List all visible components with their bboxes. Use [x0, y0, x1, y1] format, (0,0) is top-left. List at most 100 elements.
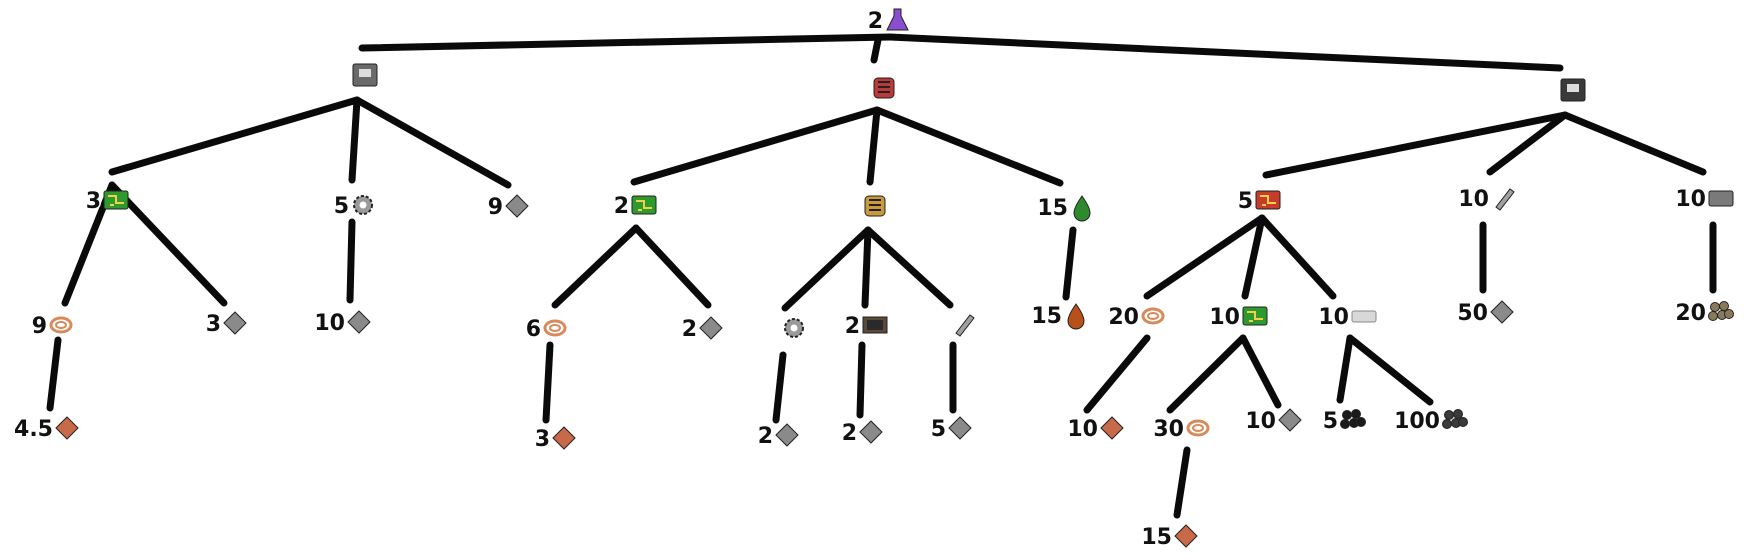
lab-machine-icon — [353, 64, 377, 86]
tree-node: 10 — [314, 311, 370, 336]
quantity-label: 2 — [845, 314, 860, 339]
tree-edge — [350, 222, 352, 300]
green-circuit-icon — [104, 191, 128, 209]
tree-node: 15 — [1031, 304, 1084, 329]
tree-edge — [546, 345, 550, 420]
lubricant-drop-icon — [1074, 196, 1090, 221]
tree-node: 2 — [614, 194, 656, 219]
coal-icon — [1341, 410, 1366, 429]
tree-node: 30 — [1153, 417, 1208, 442]
assembler-dark-icon — [1561, 79, 1585, 101]
tree-node — [785, 319, 803, 337]
copper-plate-icon — [553, 427, 575, 449]
quantity-label: 2 — [842, 421, 857, 446]
quantity-label: 10 — [314, 311, 345, 336]
tree-edge — [634, 110, 877, 182]
tree-node: 10 — [1209, 305, 1267, 330]
gear-icon — [354, 196, 372, 214]
quantity-label: 4.5 — [14, 417, 53, 442]
quantity-label: 9 — [488, 195, 503, 220]
engine-unit-red-icon — [874, 78, 894, 98]
iron-plate-icon — [700, 317, 722, 339]
tree-node: 9 — [488, 195, 528, 220]
tree-edge — [112, 100, 357, 172]
tree-edge — [860, 345, 862, 415]
tree-edge — [1170, 338, 1243, 410]
quantity-label: 5 — [334, 194, 349, 219]
iron-plate-icon — [348, 311, 370, 333]
plastic-bar-icon — [1352, 311, 1376, 322]
tree-edge — [1350, 338, 1430, 402]
stone-icon — [1709, 302, 1734, 321]
tree-node: 5 — [931, 417, 971, 442]
tree-node: 10 — [1245, 409, 1301, 434]
copper-cable-icon — [545, 321, 565, 335]
steel-beam-icon — [1496, 189, 1514, 210]
tree-node: 3 — [86, 189, 128, 214]
tree-edge — [870, 110, 877, 182]
quantity-label: 10 — [1458, 187, 1489, 212]
tree-edge — [636, 228, 708, 305]
tree-node — [874, 78, 894, 98]
tree-node: 4.5 — [14, 417, 78, 442]
iron-plate-icon — [1491, 301, 1513, 323]
quantity-label: 15 — [1141, 525, 1172, 550]
gear-icon — [785, 319, 803, 337]
science-pack-flask-icon — [887, 9, 908, 30]
tree-edge — [555, 228, 636, 305]
red-circuit-icon — [1256, 191, 1280, 209]
green-circuit-icon — [1243, 307, 1267, 325]
quantity-label: 3 — [206, 312, 221, 337]
tree-node: 5 — [1323, 409, 1366, 434]
quantity-label: 10 — [1067, 417, 1098, 442]
copper-cable-icon — [1188, 421, 1208, 435]
tree-node: 9 — [32, 314, 71, 339]
tree-node: 2 — [845, 314, 887, 339]
quantity-label: 9 — [32, 314, 47, 339]
tree-node: 10 — [1318, 305, 1376, 330]
quantity-label: 100 — [1394, 409, 1440, 434]
tree-edges — [50, 37, 1713, 515]
quantity-label: 5 — [931, 417, 946, 442]
tree-node — [865, 196, 885, 216]
tree-node: 5 — [334, 194, 372, 219]
iron-plate-icon — [949, 417, 971, 439]
quantity-label: 2 — [682, 317, 697, 342]
tree-node: 15 — [1141, 525, 1197, 550]
iron-plate-icon — [860, 421, 882, 443]
tree-node — [1561, 79, 1585, 101]
quantity-label: 2 — [868, 9, 883, 34]
tree-node: 10 — [1458, 187, 1514, 212]
copper-cable-icon — [51, 318, 71, 332]
tree-edge — [1243, 338, 1278, 405]
quantity-label: 30 — [1153, 417, 1184, 442]
tree-edge — [112, 185, 224, 303]
tree-node: 5 — [1238, 189, 1280, 214]
tree-node — [956, 315, 974, 336]
iron-plate-icon — [506, 195, 528, 217]
quantity-label: 5 — [1238, 189, 1253, 214]
tree-node: 6 — [526, 317, 565, 342]
copper-plate-icon — [56, 417, 78, 439]
quantity-label: 3 — [535, 427, 550, 452]
tree-node: 15 — [1037, 196, 1090, 221]
tree-node: 10 — [1675, 187, 1733, 212]
tree-edge — [877, 110, 1060, 183]
tree-node: 2 — [682, 317, 722, 342]
tree-edge — [362, 37, 1560, 68]
quantity-label: 6 — [526, 317, 541, 342]
green-circuit-icon — [632, 196, 656, 214]
quantity-label: 2 — [614, 194, 629, 219]
tree-node: 50 — [1457, 301, 1513, 326]
tree-edge — [357, 100, 508, 185]
petroleum-gas-icon — [1443, 410, 1468, 429]
tree-node: 3 — [206, 312, 246, 337]
engine-unit-icon — [865, 196, 885, 216]
quantity-label: 20 — [1675, 301, 1706, 326]
stone-brick-icon — [1709, 191, 1733, 206]
tree-edge — [1177, 450, 1187, 515]
tree-node: 2 — [842, 421, 882, 446]
copper-plate-icon — [1175, 525, 1197, 547]
